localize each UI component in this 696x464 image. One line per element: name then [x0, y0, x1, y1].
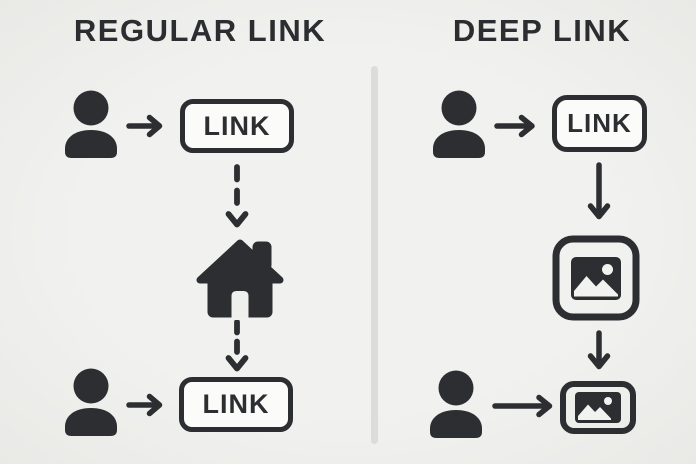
link-box: LINK	[179, 377, 293, 432]
user-icon	[62, 368, 120, 436]
arrow-right-icon	[126, 112, 166, 140]
user-icon	[430, 90, 488, 158]
arrow-right-icon	[126, 391, 166, 419]
user-icon	[427, 370, 485, 438]
arrow-down-dashed-icon	[223, 320, 251, 372]
image-icon	[549, 232, 643, 324]
home-icon	[193, 236, 287, 320]
image-icon	[558, 379, 638, 436]
panel-divider	[371, 66, 378, 444]
regular-link-title: REGULAR LINK	[73, 13, 327, 48]
arrow-down-dashed-icon	[223, 164, 251, 230]
arrow-down-icon	[585, 330, 613, 372]
arrow-right-icon	[494, 112, 538, 140]
user-icon	[62, 90, 120, 158]
link-label: LINK	[567, 108, 632, 138]
link-label: LINK	[203, 110, 271, 141]
link-box: LINK	[552, 95, 647, 152]
link-box: LINK	[180, 99, 294, 153]
link-label: LINK	[202, 389, 270, 419]
arrow-right-icon	[492, 392, 556, 420]
deep-link-title: DEEP LINK	[452, 13, 632, 48]
arrow-down-icon	[585, 162, 613, 222]
